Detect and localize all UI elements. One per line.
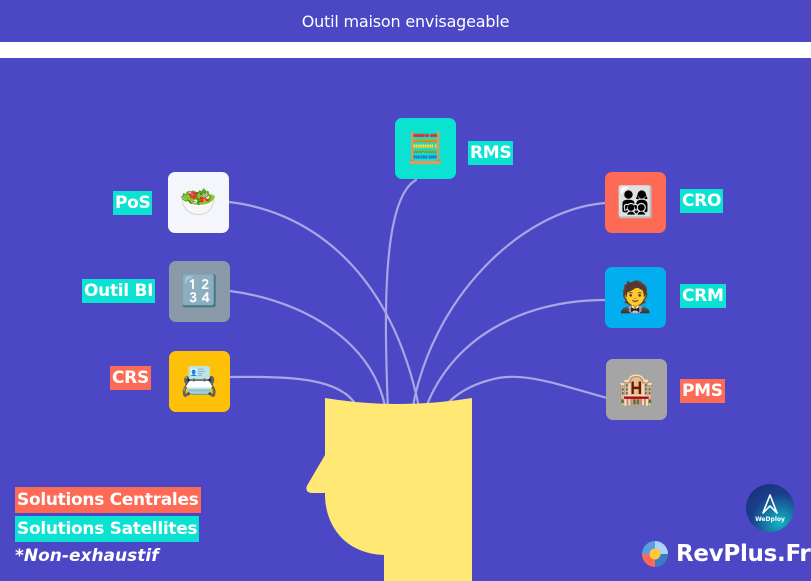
crm-tile: 🤵 xyxy=(605,267,666,328)
non-exhaustive-note: *Non-exhaustif xyxy=(15,546,159,566)
people-group-icon: 👨‍👩‍👧‍👦 xyxy=(616,184,655,220)
wedploy-arrow-icon xyxy=(762,493,778,514)
revplus-pie-icon xyxy=(642,541,668,567)
butler-person-icon: 🤵 xyxy=(616,279,655,315)
hotel-icon: 🏨 xyxy=(617,371,656,407)
connector-rms xyxy=(384,178,418,414)
crm-label: CRM xyxy=(680,284,726,308)
connector-pos xyxy=(227,200,422,414)
title-text: Outil maison envisageable xyxy=(301,11,510,31)
pos-label: PoS xyxy=(113,191,153,215)
pos-tile: 🥗 xyxy=(168,172,229,233)
connector-pms xyxy=(444,375,609,407)
calendar-card-icon: 📇 xyxy=(180,363,219,399)
connector-crm xyxy=(423,298,607,412)
connector-cro xyxy=(410,201,607,414)
crs-tile: 📇 xyxy=(169,351,230,412)
legend-central: Solutions Centrales xyxy=(15,487,201,513)
head-silhouette xyxy=(306,398,472,581)
pms-tile: 🏨 xyxy=(606,359,667,420)
connector-outil-bi xyxy=(228,289,388,414)
divider xyxy=(0,42,811,58)
cro-tile: 👨‍👩‍👧‍👦 xyxy=(605,172,666,233)
numbers-1234-icon: 🔢 xyxy=(180,273,219,309)
revplus-text: RevPlus.Fr xyxy=(676,541,811,567)
pms-label: PMS xyxy=(680,379,725,403)
wedploy-logo: WeDploy xyxy=(746,484,794,532)
outil-bi-tile: 🔢 xyxy=(169,261,230,322)
salad-bowl-icon: 🥗 xyxy=(179,184,218,220)
revplus-logo: RevPlus.Fr xyxy=(642,541,811,567)
rms-label: RMS xyxy=(468,141,514,165)
legend-satellite: Solutions Satellites xyxy=(15,516,200,542)
crs-label: CRS xyxy=(110,366,151,390)
outil-bi-label: Outil BI xyxy=(82,279,156,303)
wedploy-text: WeDploy xyxy=(755,515,785,523)
rms-tile: 🧮 xyxy=(395,118,456,179)
page-title: Outil maison envisageable xyxy=(0,0,811,42)
connector-crs xyxy=(228,375,358,407)
cro-label: CRO xyxy=(680,189,724,213)
abacus-icon: 🧮 xyxy=(406,130,445,166)
